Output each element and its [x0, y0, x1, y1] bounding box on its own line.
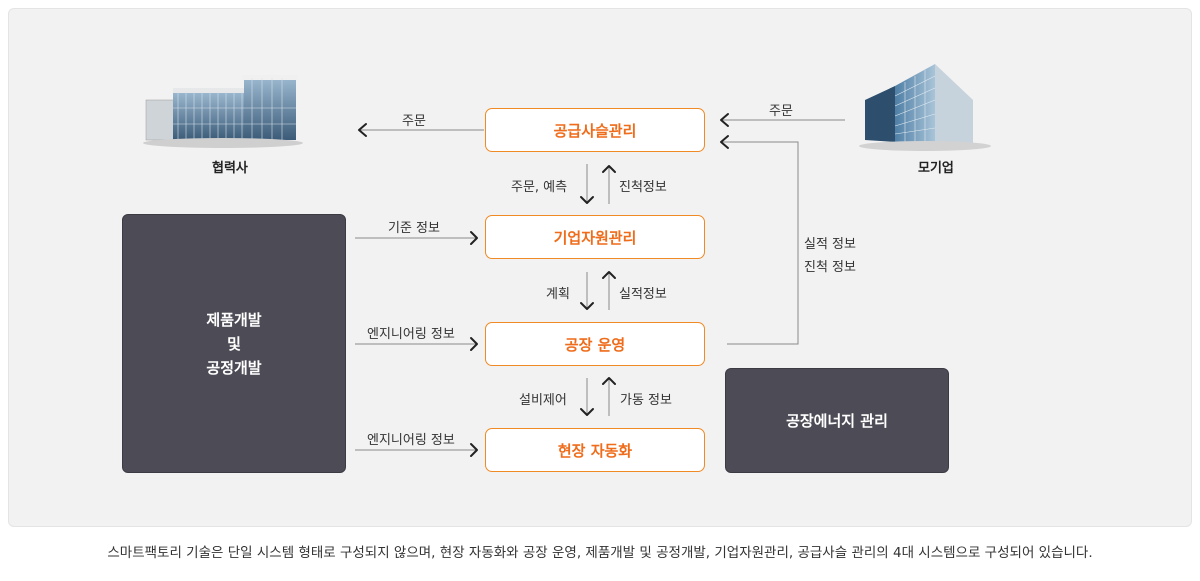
arrow-up-icon	[602, 271, 616, 279]
plm-line-2: 및	[227, 334, 241, 353]
arrow-left-icon	[720, 113, 729, 127]
equipment-control-label: 설비제어	[519, 393, 567, 408]
partner-label: 협력사	[212, 161, 248, 176]
partner-building-icon	[143, 75, 303, 148]
plm-line-3: 공정개발	[206, 358, 262, 377]
engineering-info-label-2: 엔지니어링 정보	[367, 433, 455, 448]
progress-info-label-2: 진척 정보	[804, 260, 856, 275]
operation-info-label: 가동 정보	[620, 393, 672, 408]
order-right-label: 주문	[769, 104, 793, 119]
progress-info-label: 진척정보	[619, 180, 667, 195]
order-forecast-label: 주문, 예측	[511, 180, 568, 195]
factory-operation-box: 공장 운영	[485, 322, 705, 366]
arrow-right-icon	[470, 337, 478, 351]
arrow-down-icon	[580, 302, 594, 310]
engineering-info-label-1: 엔지니어링 정보	[367, 327, 455, 342]
arrow-left-icon	[358, 123, 367, 137]
diagram-caption: 스마트팩토리 기술은 단일 시스템 형태로 구성되지 않으며, 현장 자동화와 …	[107, 545, 1093, 561]
arrow-down-icon	[580, 408, 594, 416]
parent-company-label: 모기업	[918, 161, 954, 176]
arrow-right-icon	[470, 231, 478, 245]
actual-info-label-2: 실적 정보	[804, 237, 856, 252]
enterprise-resource-box: 기업자원관리	[485, 215, 705, 259]
product-process-development-box: 제품개발 및 공정개발	[122, 214, 346, 473]
actual-progress-feedback-line	[722, 141, 799, 345]
arrow-up-icon	[602, 377, 616, 385]
field-automation-box: 현장 자동화	[485, 428, 705, 472]
plan-label: 계획	[546, 287, 570, 302]
arrow-up-icon	[602, 165, 616, 173]
parent-company-building-icon	[859, 64, 991, 151]
order-left-label: 주문	[402, 114, 426, 129]
actual-info-label: 실적정보	[619, 287, 667, 302]
supply-chain-management-box: 공급사슬관리	[485, 108, 705, 152]
arrow-right-icon	[470, 443, 478, 457]
factory-energy-management-box: 공장에너지 관리	[725, 368, 949, 473]
arrow-left-icon	[720, 135, 729, 149]
plm-line-1: 제품개발	[206, 310, 262, 329]
arrow-down-icon	[580, 196, 594, 204]
standard-info-label: 기준 정보	[388, 221, 440, 236]
